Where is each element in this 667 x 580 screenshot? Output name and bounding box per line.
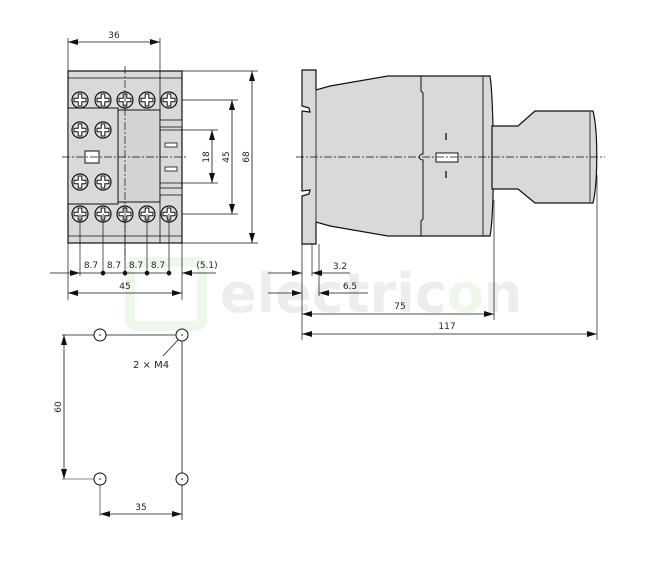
- terminal-screw-icon: [160, 91, 178, 109]
- dim-width-35: 35: [135, 503, 146, 513]
- dim-pitch: 8.7: [107, 261, 121, 271]
- dim-height-60: 60: [54, 401, 64, 413]
- dim-height-18: 18: [202, 151, 212, 163]
- dim-offset-5-1: (5.1): [196, 261, 217, 271]
- mounting-hole-icon: [93, 472, 107, 486]
- terminal-screw-icon: [71, 173, 89, 191]
- terminal-screw-icon: [94, 91, 112, 109]
- dim-width-45: 45: [119, 282, 130, 292]
- terminal-screw-icon: [71, 121, 89, 139]
- dim-width-36: 36: [108, 31, 120, 41]
- mounting-hole-icon: [175, 472, 189, 486]
- front-view: 36 18 45 68 8.7 8.7 8.7 8.7 (5.1): [50, 31, 258, 300]
- dim-pitch: 8.7: [84, 261, 98, 271]
- status-window-side: [435, 152, 459, 163]
- dim-6-5: 6.5: [343, 282, 357, 292]
- hole-label: 2 × M4: [133, 360, 169, 371]
- dim-pitch: 8.7: [129, 261, 143, 271]
- dim-height-45: 45: [222, 151, 232, 162]
- mounting-pattern: 2 × M4 60 35: [54, 328, 189, 520]
- mounting-hole-icon: [93, 328, 107, 342]
- terminal-screw-icon: [138, 91, 156, 109]
- dim-3-2: 3.2: [333, 262, 347, 272]
- watermark-text: electricon: [220, 262, 522, 325]
- terminal-screw-icon: [94, 173, 112, 191]
- dim-depth-75: 75: [394, 302, 405, 312]
- dim-pitch: 8.7: [151, 261, 165, 271]
- terminal-screw-icon: [71, 91, 89, 109]
- dim-depth-117: 117: [438, 322, 455, 332]
- watermark: electricon: [125, 257, 522, 331]
- side-view: 3.2 6.5 75 117: [268, 69, 605, 340]
- dim-height-68: 68: [242, 151, 252, 163]
- mounting-hole-icon: [175, 328, 189, 342]
- terminal-screw-icon: [94, 121, 112, 139]
- watermark-logo-icon: [125, 257, 207, 331]
